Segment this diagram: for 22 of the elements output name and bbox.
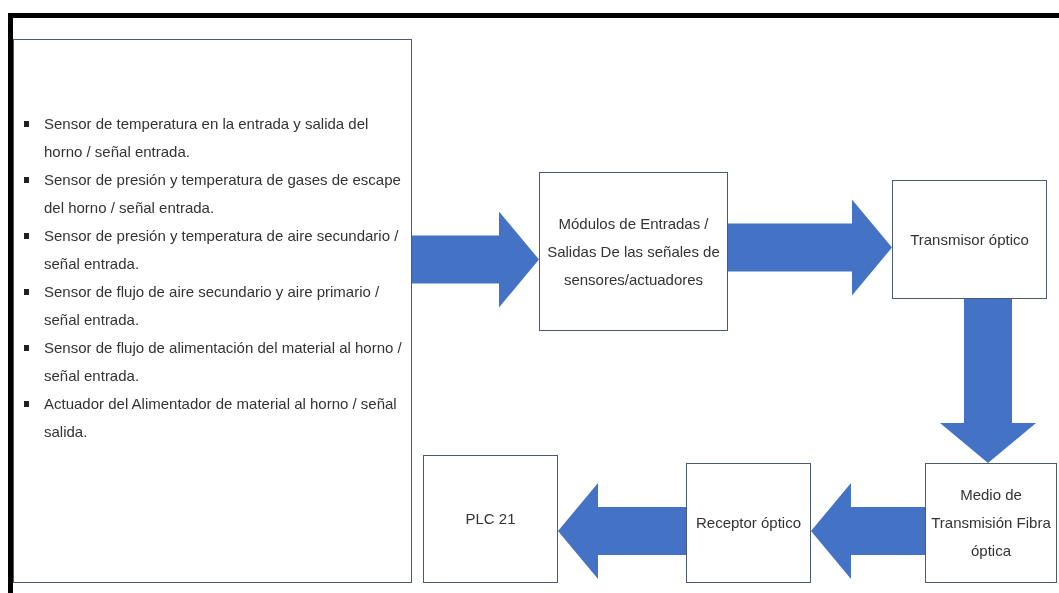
sensor-list-box [13,39,412,583]
list-item-text: Sensor de flujo de aire secundario y aire primario / señal entrada. [44,283,380,328]
process-box [686,463,811,583]
list-item-text: Sensor de presión y temperatura de gases de escape del horno / señal entrada. [44,171,401,216]
list-item-text: Sensor de flujo de alimentación del material al horno / señal entrada. [44,339,402,384]
block-arrow [728,199,892,296]
block-arrow [811,483,925,579]
block-arrow [940,299,1036,463]
box-label: Receptor óptico [695,513,802,533]
list-item-text: Sensor de temperatura en la entrada y salida del horno / señal entrada. [44,115,369,160]
process-box [423,455,558,583]
block-arrow [412,211,539,308]
box-label: Transmisor óptico [910,229,1029,250]
process-box [925,463,1057,583]
process-box [539,172,728,331]
list-item-text: Sensor de presión y temperatura de aire secundario / señal entrada. [44,227,399,272]
process-box [892,180,1047,299]
box-label: Medio de Transmisión Fibra óptica [930,485,1052,561]
box-label: PLC 21 [465,509,516,529]
block-arrow [558,483,686,579]
box-label: Módulos de Entradas / Salidas De las señales de sensores/actuadores [546,213,721,290]
list-item-text: Actuador del Alimentador de material al horno / señal salida. [44,395,397,440]
